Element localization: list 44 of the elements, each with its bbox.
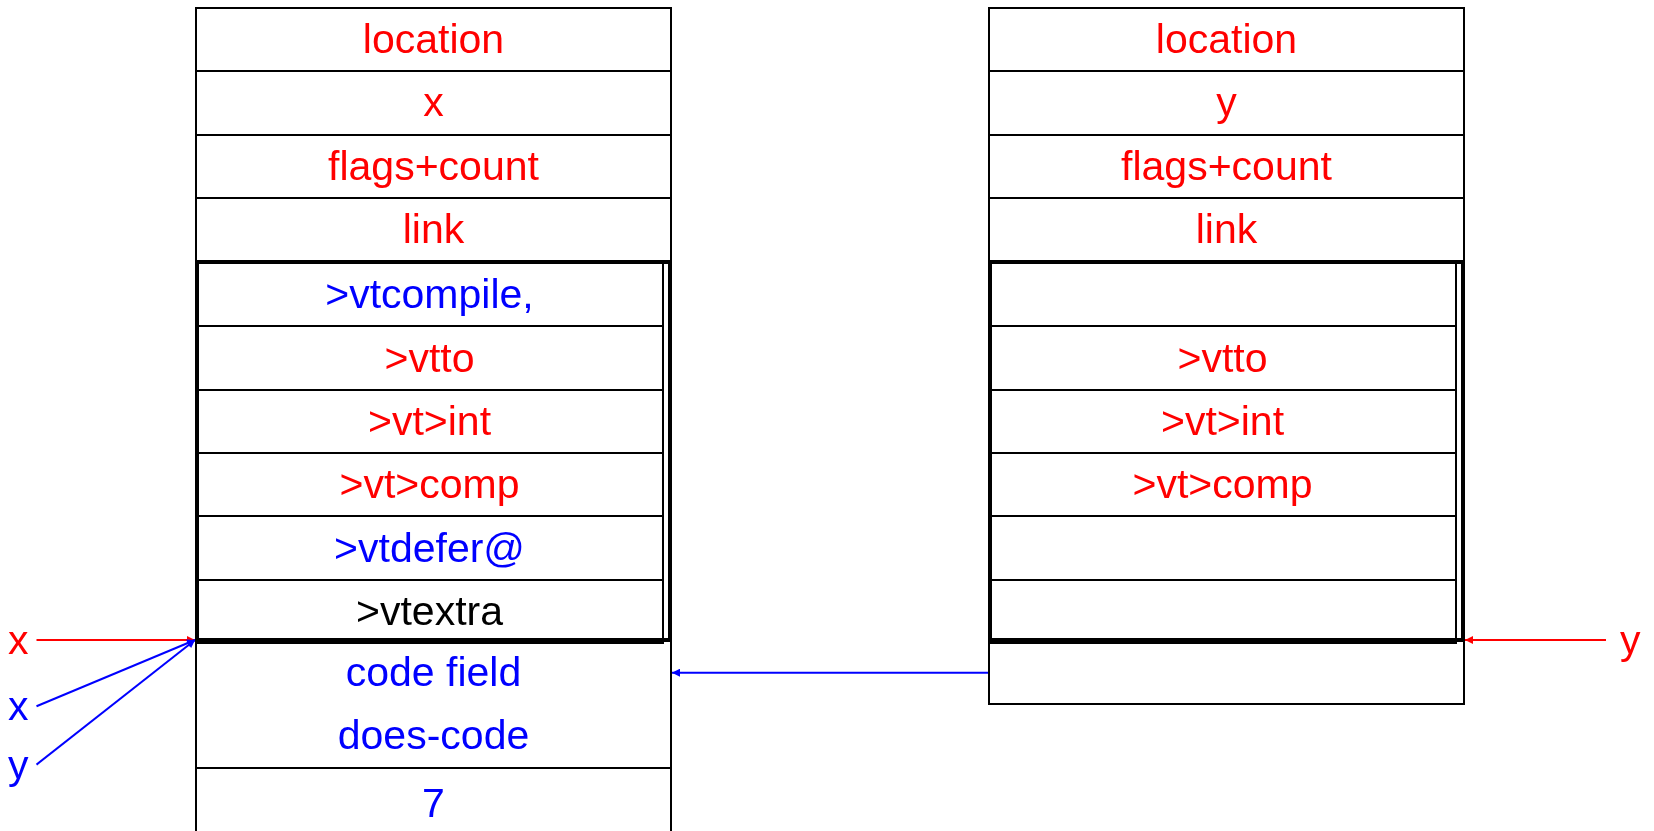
cell-text: >vt>int (1160, 396, 1285, 446)
cell-text: does-code (337, 711, 530, 761)
pointer-text: x (8, 682, 29, 731)
memory-cell (195, 640, 672, 769)
cell-text: flags+count (1121, 141, 1332, 191)
cell-text: >vtextra (356, 586, 503, 636)
cell-text: x (423, 78, 444, 128)
pointer-text: y (8, 740, 29, 789)
arrow (35, 636, 196, 644)
memory-cell (195, 196, 672, 263)
cell-text: >vt>comp (1132, 460, 1313, 510)
cell-text: location (1155, 15, 1298, 65)
memory-cell (195, 7, 672, 73)
vtable-frame (195, 260, 672, 642)
arrow (35, 639, 196, 708)
cell-text: >vtdefer@ (334, 523, 525, 573)
memory-cell (195, 578, 664, 644)
cell-text: >vt>comp (339, 460, 520, 510)
memory-cell (988, 196, 1465, 263)
cell-text: >vt>int (367, 396, 492, 446)
memory-cell (988, 70, 1465, 136)
memory-cell (988, 133, 1465, 199)
cell-text: y (1216, 78, 1237, 128)
pointer-text: y (1620, 616, 1641, 664)
cell-text: link (402, 205, 465, 255)
cell-text: >vtto (1177, 333, 1268, 383)
cell-text: link (1195, 205, 1258, 255)
pointer-text: x (8, 616, 29, 664)
memory-cell (195, 70, 672, 136)
arrow (671, 668, 989, 677)
vtable-frame (988, 260, 1465, 642)
cell-text: 7 (422, 778, 445, 828)
arrow (1464, 636, 1607, 644)
cell-text: >vtcompile, (325, 270, 534, 320)
cell-text: location (362, 15, 505, 65)
cell-text: >vtto (384, 333, 475, 383)
memory-cell (988, 7, 1465, 73)
memory-cell (195, 133, 672, 199)
memory-cell (988, 578, 1457, 644)
cell-text: code field (345, 648, 522, 698)
memory-cell (195, 766, 672, 831)
arrow (35, 639, 196, 766)
cell-text: flags+count (328, 141, 539, 191)
memory-cell (988, 640, 1465, 706)
